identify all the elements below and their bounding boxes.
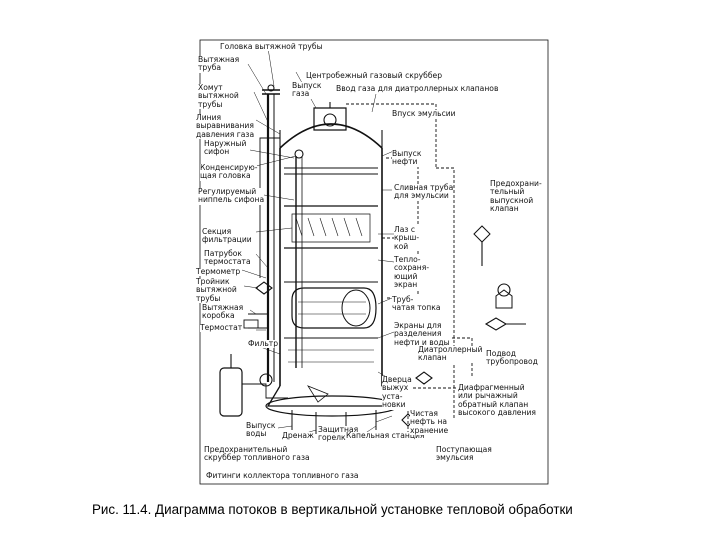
- label-laz: Лаз с крыш- кой: [394, 225, 420, 252]
- label-dvertsa: Дверца выжух уста- новки: [382, 375, 412, 410]
- label-diafragm: Диафрагменный или рычажный обратный клап…: [458, 383, 536, 418]
- label-trubchataya: Труб- чатая топка: [392, 295, 441, 313]
- label-troynik: Тройник вытяжной трубы: [196, 277, 237, 304]
- heater-treater-diagram: Головка вытяжной трубы Вытяжная труба Це…: [196, 38, 552, 488]
- label-patrubok: Патрубок термостата: [204, 249, 251, 267]
- label-slivnaya: Сливная труба для эмульсии: [394, 183, 454, 201]
- label-vpusk-emulsii: Впуск эмульсии: [392, 109, 456, 119]
- label-kondens: Конденсирую- щая головка: [200, 163, 258, 181]
- label-podvod: Подвод трубопровод: [486, 349, 538, 367]
- label-termostat: Термостат: [200, 323, 243, 333]
- label-diatrollerny: Диатроллерный клапан: [418, 345, 483, 363]
- label-sektsiya: Секция фильтрации: [202, 227, 252, 245]
- label-reguliruemyy: Регулируемый ниппель сифона: [198, 187, 265, 205]
- label-vytyazhnaya-truba: Вытяжная труба: [198, 55, 240, 73]
- label-golovka: Головка вытяжной трубы: [220, 42, 323, 52]
- label-vypusk-vody: Выпуск воды: [246, 421, 276, 439]
- label-filtr: Фильтр: [248, 339, 279, 349]
- label-vvod-gaza: Ввод газа для диатроллерных клапанов: [336, 84, 499, 94]
- label-fitingi: Фитинги коллектора топливного газа: [206, 471, 359, 481]
- label-vypusk-gaza: Выпуск газа: [292, 81, 322, 99]
- label-kapelnaya: Капельная станция: [346, 431, 425, 441]
- figure-caption: Рис. 11.4. Диаграмма потоков в вертикаль…: [92, 502, 573, 517]
- label-ekrany: Экраны для разделения нефти и воды: [394, 321, 450, 348]
- label-termometr: Термометр: [196, 267, 241, 277]
- label-naruzhnyy-sifon: Наружный сифон: [204, 139, 247, 157]
- label-postupayushchaya: Поступающая эмульсия: [436, 445, 492, 463]
- label-predokhr-skrubber: Предохранительный скруббер топливного га…: [204, 445, 310, 463]
- label-chistaya: Чистая нефть на хранение: [410, 409, 449, 436]
- label-vytyazhnaya-korobka: Вытяжная коробка: [202, 303, 244, 321]
- label-vypusk-nefti: Выпуск нефти: [392, 149, 422, 167]
- label-predokhr-klapan: Предохрани- тельный выпускной клапан: [490, 179, 542, 214]
- label-drenazh: Дренаж: [282, 431, 314, 441]
- label-skrubber: Центробежный газовый скруббер: [306, 71, 443, 81]
- label-teplo: Тепло- сохраня- ющий экран: [394, 255, 430, 290]
- label-liniya: Линия выравнивания давления газа: [196, 113, 255, 140]
- label-khomut: Хомут вытяжной трубы: [198, 83, 239, 110]
